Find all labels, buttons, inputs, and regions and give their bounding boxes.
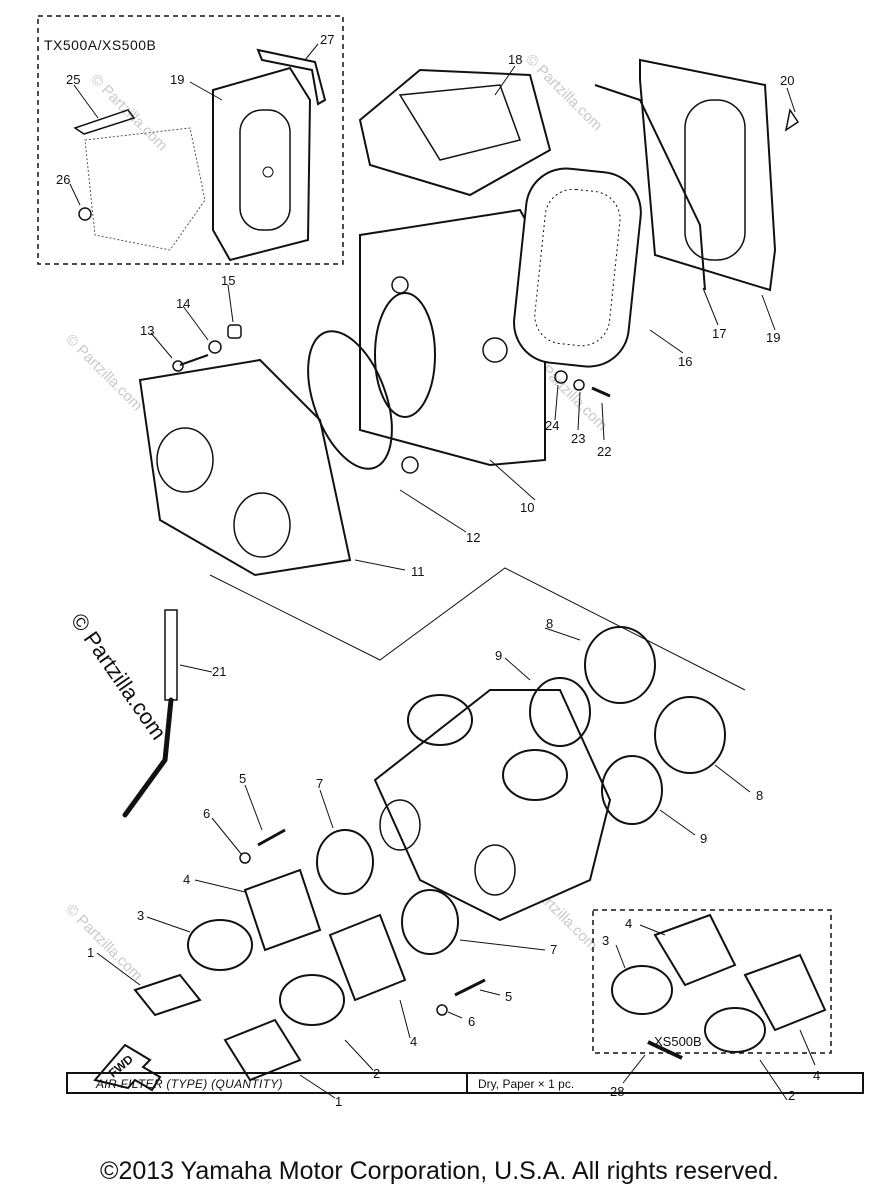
part-label: 3 xyxy=(602,933,609,948)
part-label: 9 xyxy=(495,648,502,663)
bolt-washer-collar xyxy=(172,324,242,372)
part-label: 14 xyxy=(176,296,190,311)
spec-value: Dry, Paper × 1 pc. xyxy=(478,1077,575,1091)
watermark: © Partzilla.com xyxy=(62,901,145,984)
part-label: 20 xyxy=(780,73,794,88)
part-label: 16 xyxy=(678,354,692,369)
part-label: 4 xyxy=(183,872,190,887)
filter-element xyxy=(513,167,642,368)
part-labels: 27 25 19 26 18 20 19 17 16 13 14 15 24 2… xyxy=(56,32,820,1109)
part-label: 25 xyxy=(66,72,80,87)
part-label: 1 xyxy=(335,1094,342,1109)
part-label: 19 xyxy=(766,330,780,345)
part-label: 4 xyxy=(410,1034,417,1049)
part-label: 5 xyxy=(239,771,246,786)
part-label: 7 xyxy=(316,776,323,791)
part-label: 10 xyxy=(520,500,534,515)
bolt-washers-right xyxy=(554,370,611,398)
watermark-large: © Partzilla.com xyxy=(66,609,172,745)
part-label: 5 xyxy=(505,989,512,1004)
carburetor-assembly xyxy=(373,689,612,922)
part-label: 19 xyxy=(170,72,184,87)
filter-cover-right xyxy=(594,58,800,292)
part-label: 15 xyxy=(221,273,235,288)
leader-lines xyxy=(69,43,816,1101)
drain-hose xyxy=(122,609,178,818)
part-label: 12 xyxy=(466,530,480,545)
part-label: 2 xyxy=(788,1088,795,1103)
variant-box-bottom: XS500B xyxy=(592,909,832,1060)
part-label: 23 xyxy=(571,431,585,446)
air-joint-housing xyxy=(138,330,393,577)
carb-joints-upper xyxy=(529,626,726,825)
air-box-body xyxy=(359,208,546,474)
spec-table: AIR FILTER (TYPE) (QUANTITY) Dry, Paper … xyxy=(66,1072,864,1094)
part-label: 6 xyxy=(203,806,210,821)
watermark: © Partzilla.com xyxy=(62,331,145,414)
variant-box-top-label: TX500A/XS500B xyxy=(44,37,156,53)
part-label: 4 xyxy=(813,1068,820,1083)
part-label: 26 xyxy=(56,172,70,187)
air-box-top xyxy=(358,68,552,197)
part-label: 24 xyxy=(545,418,559,433)
part-label: 13 xyxy=(140,323,154,338)
part-label: 22 xyxy=(597,444,611,459)
part-label: 27 xyxy=(320,32,334,47)
part-label: 8 xyxy=(546,616,553,631)
part-label: 3 xyxy=(137,908,144,923)
part-label: 9 xyxy=(700,831,707,846)
part-label: 4 xyxy=(625,916,632,931)
part-label: 7 xyxy=(550,942,557,957)
variant-box-bottom-label: XS500B xyxy=(654,1034,702,1049)
copyright-text: ©2013 Yamaha Motor Corporation, U.S.A. A… xyxy=(100,1157,779,1185)
part-label: 18 xyxy=(508,52,522,67)
spec-label: AIR FILTER (TYPE) (QUANTITY) xyxy=(68,1074,468,1092)
part-label: 28 xyxy=(610,1084,624,1099)
intake-parts-lower xyxy=(133,828,486,1082)
part-label: 17 xyxy=(712,326,726,341)
part-label: 8 xyxy=(756,788,763,803)
part-label: 6 xyxy=(468,1014,475,1029)
part-label: 11 xyxy=(411,564,425,579)
watermark: © Partzilla.com xyxy=(87,71,170,154)
part-label: 1 xyxy=(87,945,94,960)
variant-box-top: TX500A/XS500B xyxy=(37,15,344,265)
part-label: 21 xyxy=(212,664,226,679)
